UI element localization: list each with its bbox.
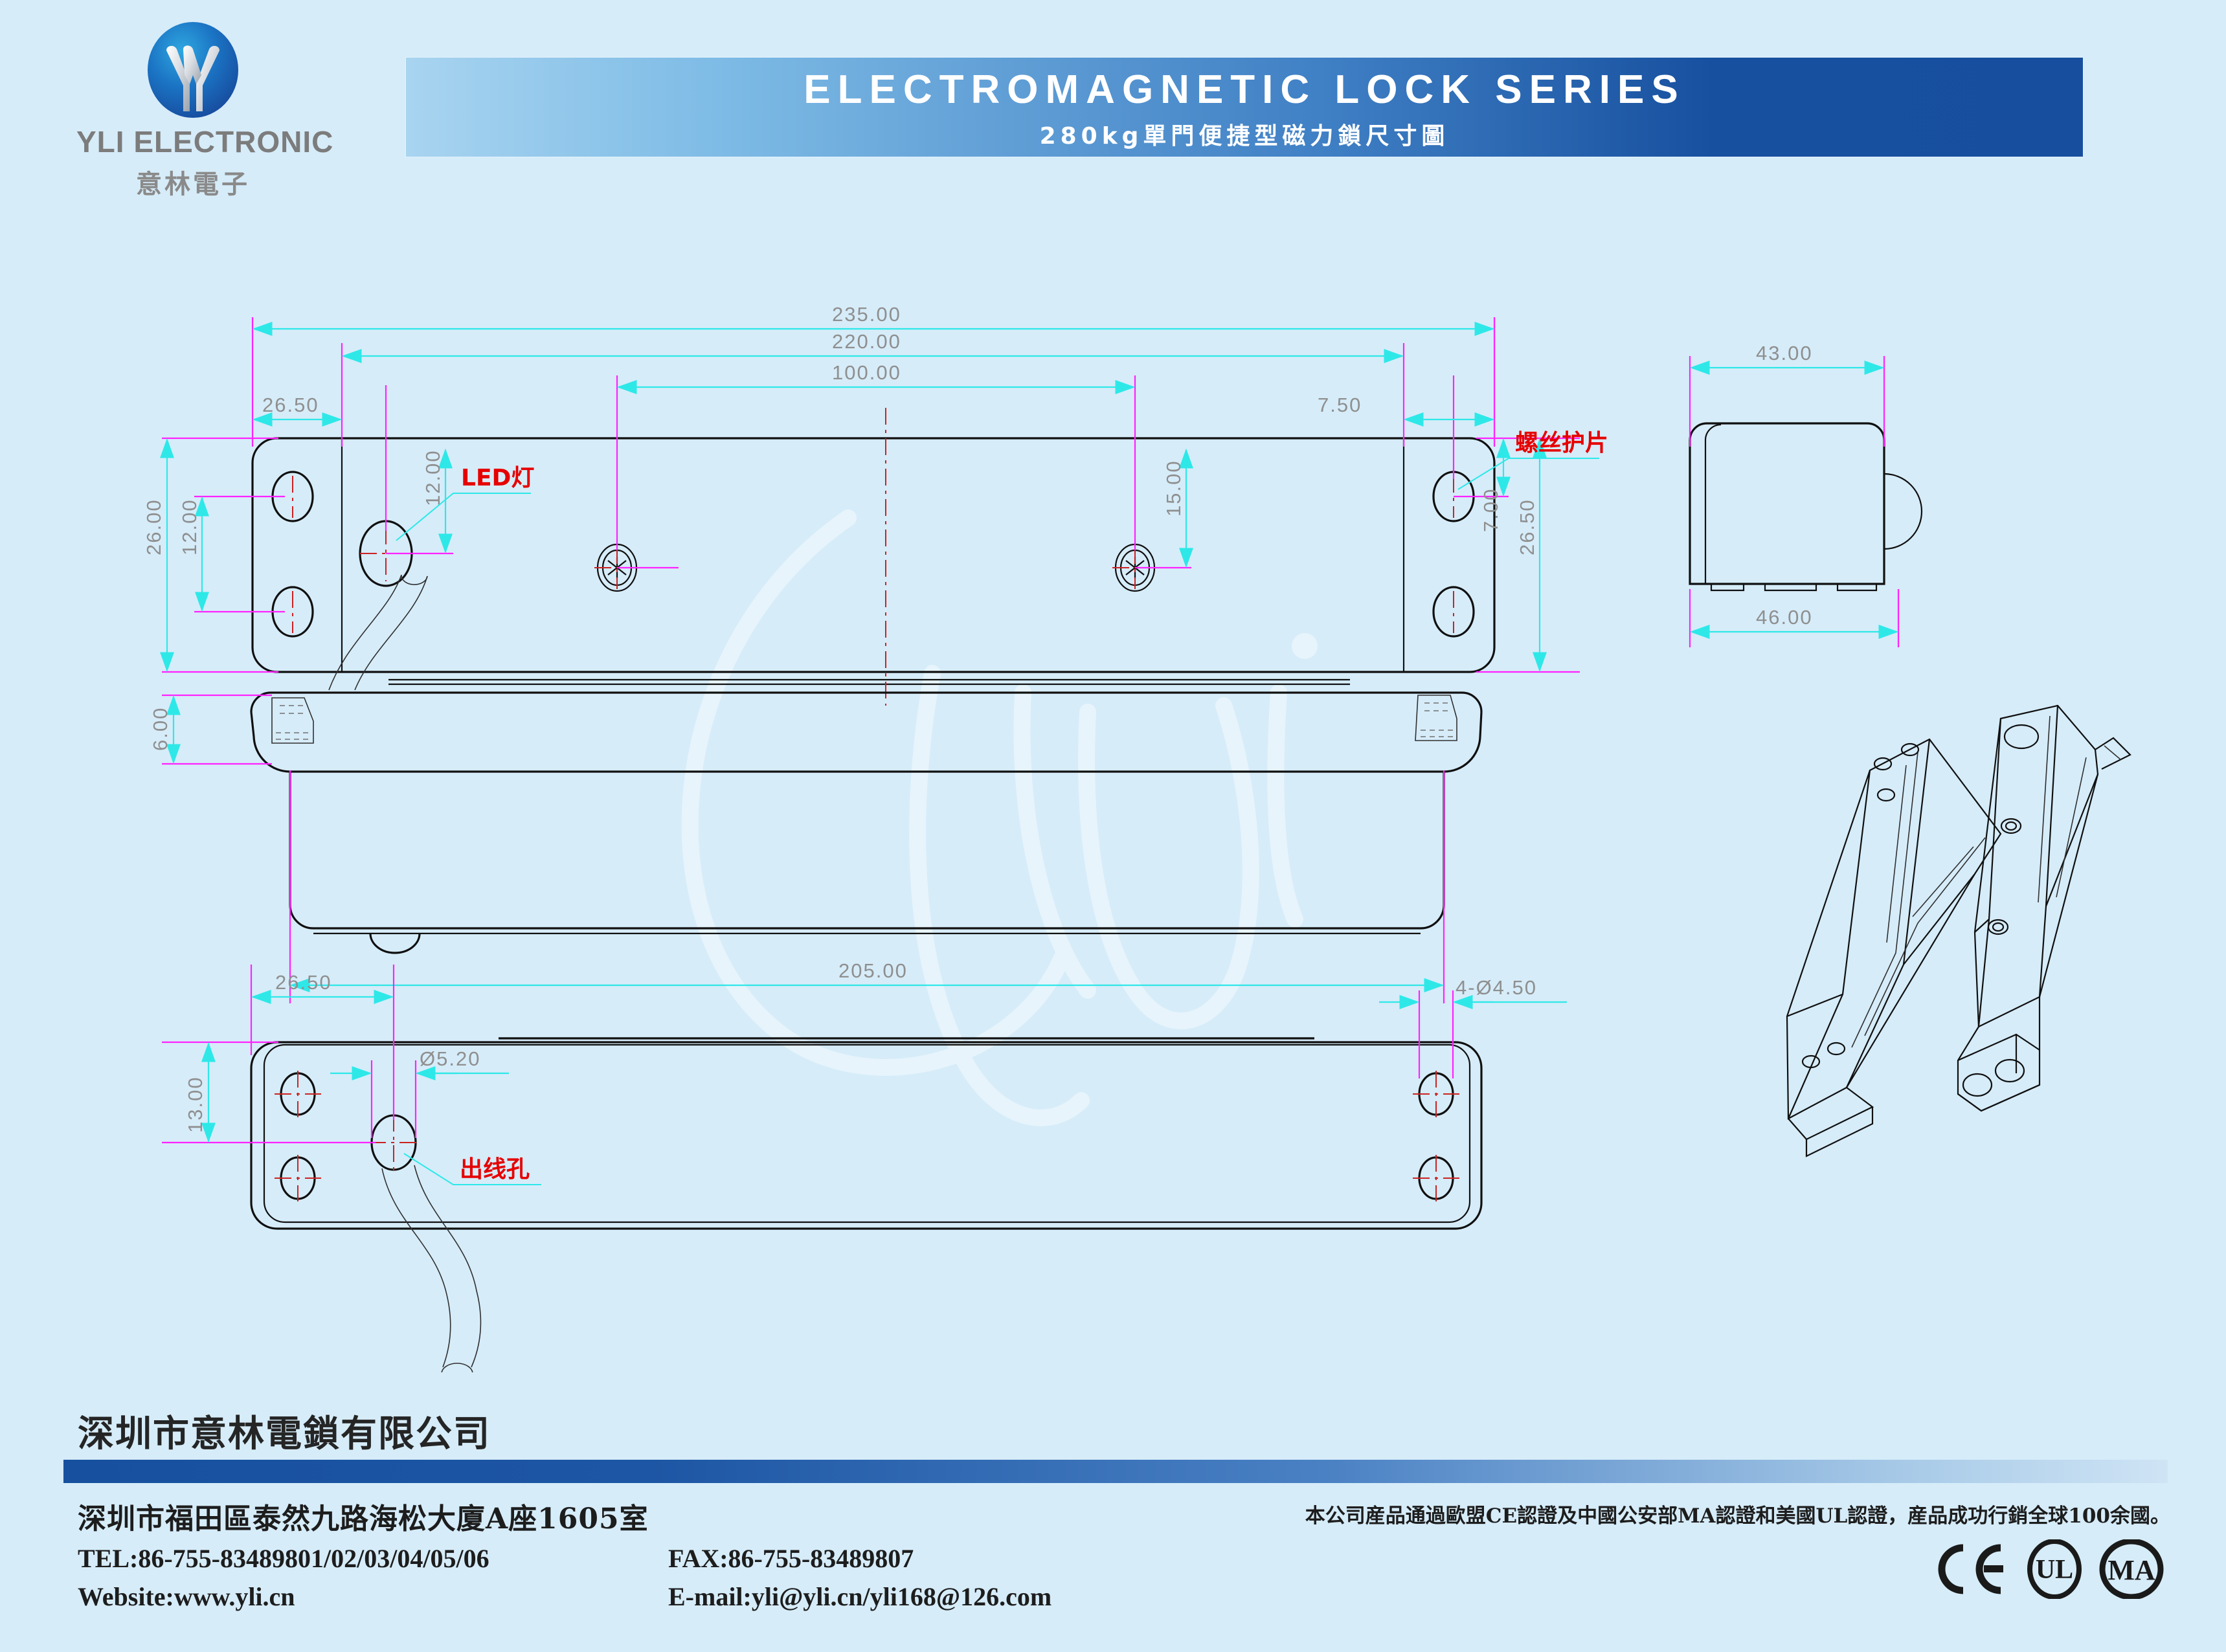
dim-6-00: 6.00 xyxy=(149,707,172,751)
svg-text:MA: MA xyxy=(2108,1554,2155,1586)
ul-mark-icon: UL xyxy=(2027,1539,2082,1599)
dim-220: 220.00 xyxy=(832,330,901,353)
dim-205-00: 205.00 xyxy=(838,959,908,982)
screw-cover-callout-label: 螺丝护片 xyxy=(1515,430,1608,456)
dim-46-00: 46.00 xyxy=(1756,606,1813,629)
svg-text:UL: UL xyxy=(2036,1555,2073,1585)
page-subtitle: 280kg單門便捷型磁力鎖尺寸圖 xyxy=(1039,123,1450,150)
dim-26-50-right: 26.50 xyxy=(1516,498,1538,555)
dim-12-00-left: 12.00 xyxy=(178,498,201,555)
dim-7-00: 7.00 xyxy=(1479,488,1502,532)
dim-100: 100.00 xyxy=(832,361,901,384)
logo-english-name: YLI ELECTRONIC xyxy=(76,125,334,159)
dim-26-50-left: 26.50 xyxy=(262,394,319,416)
dim-12-00-led: 12.00 xyxy=(422,449,444,506)
footer-divider-bar xyxy=(63,1460,2168,1483)
dim-26-50-bottom: 26.50 xyxy=(275,971,332,994)
wire-outlet-callout-label: 出线孔 xyxy=(460,1156,530,1183)
fax: FAX:86-755-83489807 xyxy=(668,1544,914,1573)
company-name: 深圳市意林電鎖有限公司 xyxy=(78,1413,491,1455)
bottom-plan-view: 26.50 13.00 Ø5.20 4-Ø4.50 出线孔 xyxy=(162,965,1567,1372)
address-line: 深圳市福田區泰然九路海松大廈A座1605室 xyxy=(78,1502,649,1535)
technical-drawing: .dim{stroke:#2ee8e8;stroke-width:2.2;fil… xyxy=(0,252,2226,1372)
dim-26-00: 26.00 xyxy=(142,498,165,555)
yli-orb-logo-icon xyxy=(144,19,242,123)
footer-contact-block: 深圳市福田區泰然九路海松大廈A座1605室 TEL:86-755-8348980… xyxy=(0,1372,2226,1652)
side-elevation-view: 43.00 46.00 xyxy=(1689,342,1923,647)
iso-part-armature xyxy=(1786,738,2002,1157)
company-logo: YLI ELECTRONIC 意林電子 xyxy=(76,19,334,201)
dim-dia-5-20: Ø5.20 xyxy=(420,1047,480,1070)
email[interactable]: E-mail:yli@yli.cn/yli168@126.com xyxy=(668,1582,1052,1611)
dim-4-dia-4-50: 4-Ø4.50 xyxy=(1456,976,1537,999)
led-light-callout-label: LED灯 xyxy=(461,465,534,491)
logo-chinese-name: 意林電子 xyxy=(136,170,250,199)
page-footer: 深圳市意林電鎖有限公司 xyxy=(0,1372,2226,1652)
page-title: ELECTROMAGNETIC LOCK SERIES xyxy=(804,67,1685,112)
title-banner: ELECTROMAGNETIC LOCK SERIES 280kg單門便捷型磁力… xyxy=(406,58,2083,157)
ce-mark-icon xyxy=(1933,1539,2010,1599)
telephone: TEL:86-755-83489801/02/03/04/05/06 xyxy=(78,1544,489,1573)
dim-15-00: 15.00 xyxy=(1162,460,1185,517)
isometric-3d-view xyxy=(1786,704,2131,1157)
dim-13-00: 13.00 xyxy=(184,1076,207,1133)
dim-7-50: 7.50 xyxy=(1318,394,1362,416)
website[interactable]: Website:www.yli.cn xyxy=(78,1582,295,1611)
front-elevation-view: 235.00 220.00 100.00 26.50 7.50 26.00 12… xyxy=(142,303,1608,706)
certification-marks: UL MA xyxy=(1933,1539,2164,1599)
dim-235: 235.00 xyxy=(832,303,901,326)
certification-statement: 本公司産品通過歐盟CE認證及中國公安部MA認證和美國UL認證，産品成功行銷全球1… xyxy=(1305,1504,2170,1528)
dim-43-00: 43.00 xyxy=(1756,342,1813,364)
ma-mark-icon: MA xyxy=(2099,1539,2164,1599)
contact-info: 深圳市福田區泰然九路海松大廈A座1605室 TEL:86-755-8348980… xyxy=(78,1495,1051,1612)
rear-plan-view: 6.00 205.00 xyxy=(149,574,1483,1003)
iso-part-lock-body xyxy=(1957,704,2131,1112)
page-header: YLI ELECTRONIC 意林電子 ELECTROMAGNETIC LOCK… xyxy=(0,0,2226,259)
